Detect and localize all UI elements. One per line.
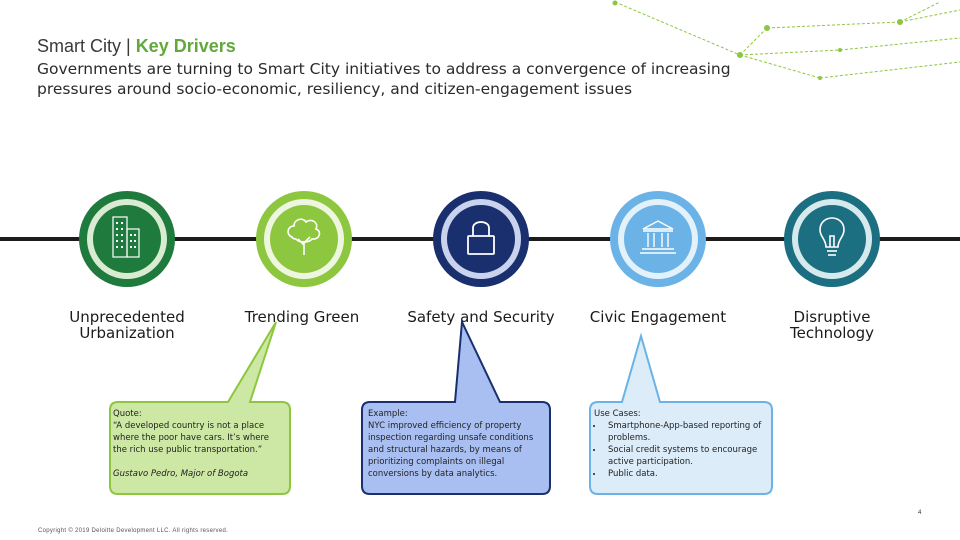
use-cases-list: Smartphone-App-based reporting of proble… xyxy=(594,420,768,480)
quote-heading: Quote: xyxy=(113,409,142,419)
driver-label-security: Safety and Security xyxy=(407,308,555,326)
network-decoration xyxy=(612,0,960,80)
page-number: 4 xyxy=(918,510,922,516)
title-prefix: Smart City | xyxy=(37,36,136,56)
driver-label-civic: Civic Engagement xyxy=(589,308,727,326)
use-cases-heading: Use Cases: xyxy=(594,409,641,419)
copyright-footer: Copyright © 2019 Deloitte Development LL… xyxy=(38,528,229,534)
quote-attribution: Gustavo Pedro, Major of Bogota xyxy=(113,469,249,479)
example-heading: Example: xyxy=(368,409,408,419)
title-accent: Key Drivers xyxy=(135,36,236,56)
lock-icon xyxy=(433,191,529,287)
quote-text: “A developed country is not a place wher… xyxy=(113,421,269,455)
slide-title: Smart City | Key Drivers xyxy=(37,36,236,57)
tree-icon xyxy=(256,191,352,287)
slide-subtitle: Governments are turning to Smart City in… xyxy=(37,60,731,98)
lightbulb-icon xyxy=(784,191,880,287)
use-case-item: Public data. xyxy=(604,468,768,480)
example-callout: Example: NYC improved efficiency of prop… xyxy=(368,408,546,480)
use-case-item: Social credit systems to encourage activ… xyxy=(604,444,768,468)
quote-callout: Quote: “A developed country is not a pla… xyxy=(113,408,283,480)
government-building-icon xyxy=(610,191,706,287)
driver-node-technology xyxy=(782,189,882,289)
example-text: NYC improved efficiency of property insp… xyxy=(368,421,534,479)
driver-label-green: Trending Green xyxy=(244,308,360,326)
buildings-icon xyxy=(79,191,175,287)
driver-node-green xyxy=(254,189,354,289)
driver-node-civic xyxy=(608,189,708,289)
driver-node-security xyxy=(431,189,531,289)
use-cases-callout: Use Cases: Smartphone-App-based reportin… xyxy=(594,408,768,480)
use-case-item: Smartphone-App-based reporting of proble… xyxy=(604,420,768,444)
driver-label-urbanization: Unprecedented Urbanization xyxy=(69,308,185,342)
driver-label-technology: Disruptive Technology xyxy=(789,308,875,342)
driver-node-urbanization xyxy=(77,189,177,289)
